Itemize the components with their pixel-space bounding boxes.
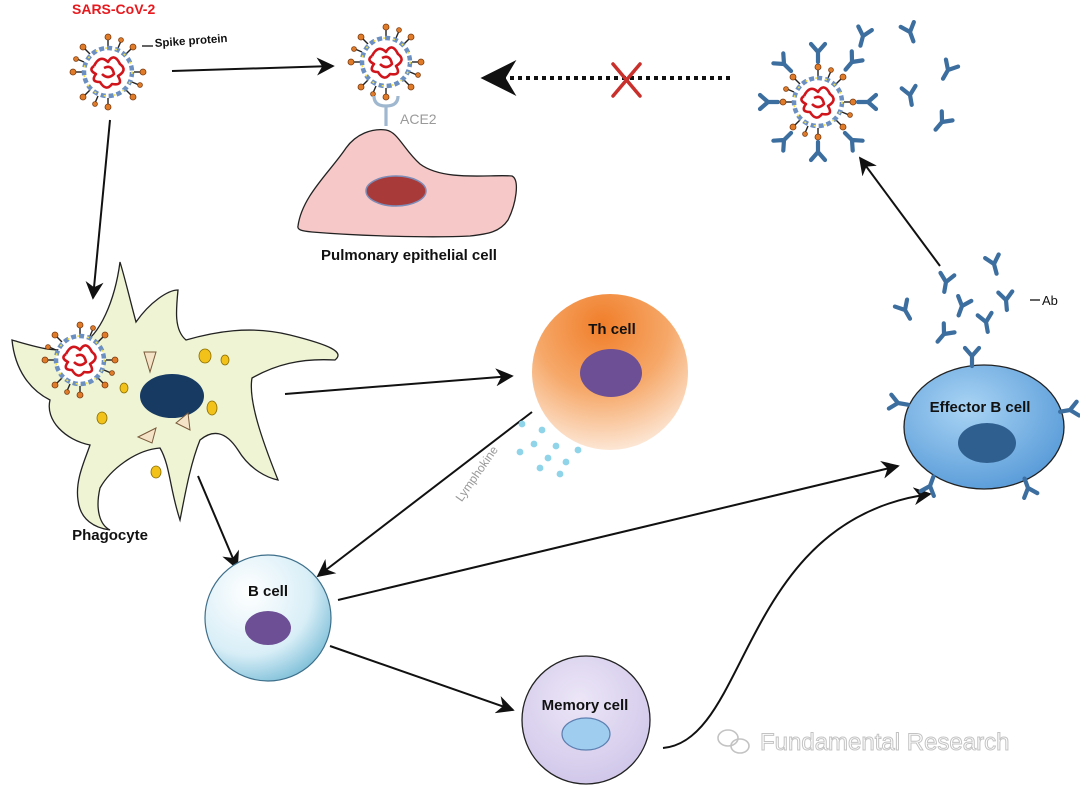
- memory-cell-label: Memory cell: [542, 697, 629, 714]
- virus-icon-engulfed: [42, 322, 118, 398]
- ace2-label: ACE2: [400, 111, 437, 127]
- b-cell-label: B cell: [248, 583, 288, 600]
- neutralized-virus: [760, 22, 958, 160]
- phagocyte-label: Phagocyte: [72, 527, 148, 544]
- th-cell-label: Th cell: [588, 321, 636, 338]
- arrow-virus-to-ace2: [171, 57, 335, 76]
- arrow-virus-to-phagocyte: [85, 119, 111, 300]
- virus-icon-neutralized: [780, 64, 856, 140]
- spike-label: Spike protein: [154, 33, 228, 50]
- effector-b-cell-label: Effector B cell: [930, 399, 1031, 416]
- virus-icon-bound: [348, 24, 424, 100]
- arrow-phagocyte-to-th: [284, 368, 514, 395]
- cross-icon: [611, 62, 642, 98]
- epithelial-label: Pulmonary epithelial cell: [321, 247, 497, 264]
- virus-label: SARS-CoV-2: [72, 1, 155, 17]
- virus-icon: [70, 34, 146, 110]
- arrow-phagocyte-to-b: [197, 475, 239, 570]
- free-antibodies-top: [854, 22, 958, 134]
- secreted-antibodies: [895, 254, 1014, 346]
- arrow-b-to-effector: [337, 461, 900, 601]
- ace2-receptor: [372, 95, 400, 126]
- th-cell-nucleus: [580, 349, 642, 397]
- arrow-th-to-b: [316, 411, 533, 578]
- arrows: [85, 57, 941, 749]
- wechat-logo-icon: [717, 729, 750, 754]
- phagocyte-nucleus: [140, 374, 204, 418]
- lymphokine-label: Lymphokine: [453, 443, 502, 504]
- b-cell-nucleus: [245, 611, 291, 645]
- watermark: Fundamental Research: [717, 729, 1010, 757]
- ab-label: Ab: [1042, 293, 1058, 308]
- arrow-memory-to-effector: [662, 487, 932, 749]
- arrow-b-to-memory: [329, 645, 515, 714]
- effector-b-cell-nucleus: [958, 423, 1016, 463]
- epithelial-nucleus: [365, 175, 427, 207]
- memory-cell-nucleus: [561, 717, 611, 751]
- watermark-text: Fundamental Research: [760, 729, 1009, 756]
- phagocyte-granules: [96, 348, 230, 479]
- lymphokine-dots: [516, 420, 582, 478]
- phagocyte-vesicles: [136, 351, 191, 444]
- arrow-antibody-to-virus: [858, 156, 941, 267]
